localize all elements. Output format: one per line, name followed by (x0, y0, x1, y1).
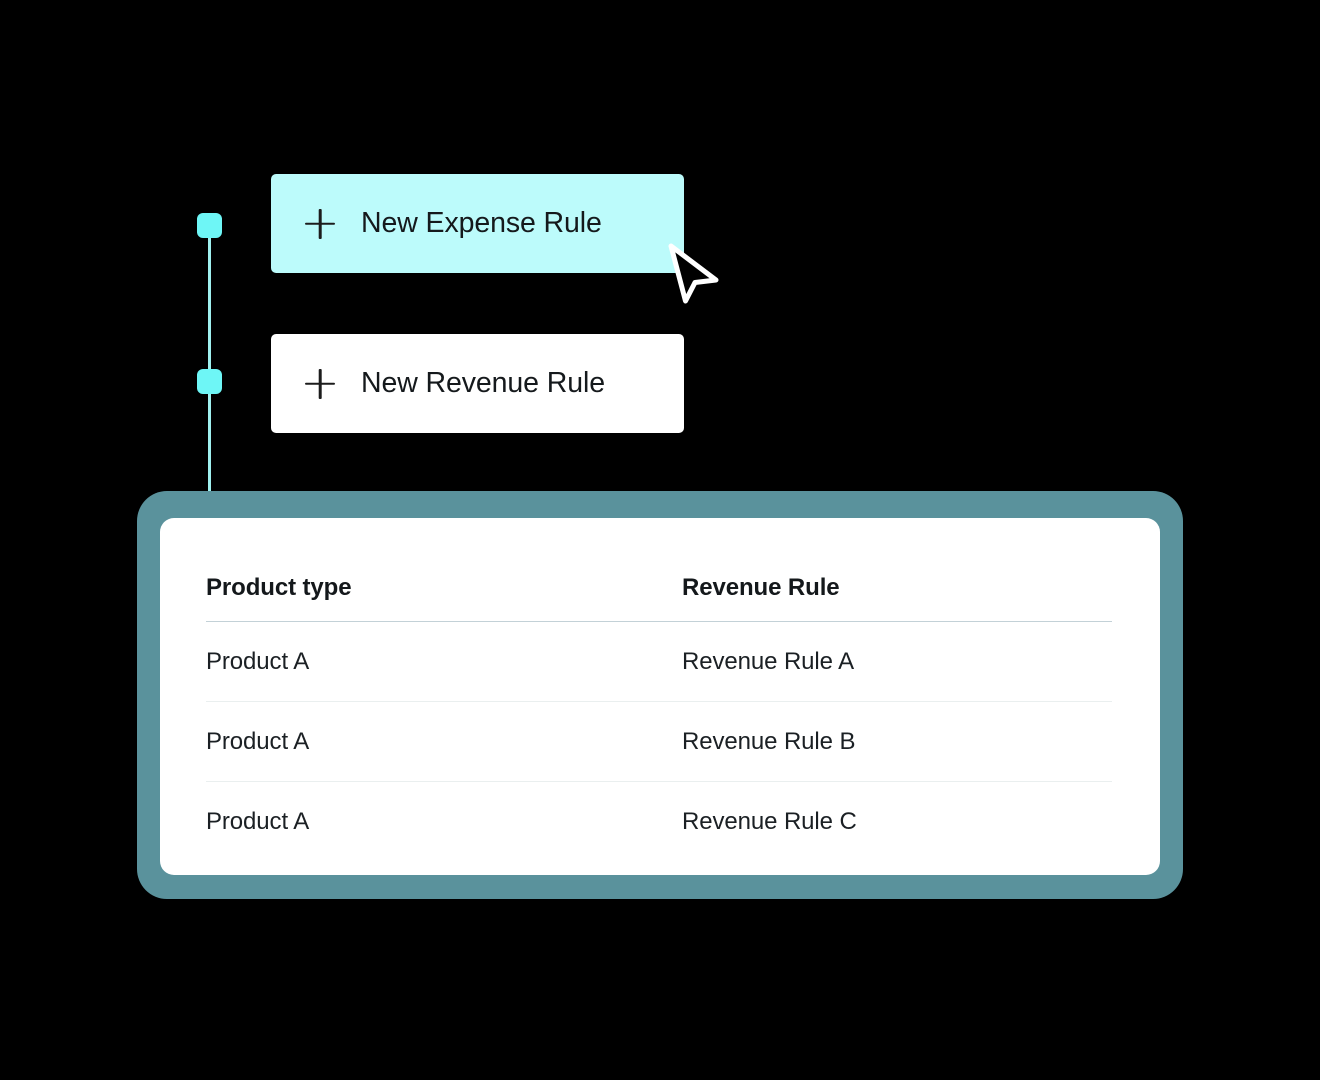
table-row[interactable]: Product A Revenue Rule C (206, 782, 1112, 862)
column-header-revenue-rule: Revenue Rule (682, 573, 840, 601)
cell-revenue-rule: Revenue Rule B (682, 727, 856, 755)
plus-icon (305, 209, 335, 239)
new-revenue-rule-label: New Revenue Rule (361, 367, 605, 400)
cell-revenue-rule: Revenue Rule A (682, 647, 855, 675)
new-expense-rule-label: New Expense Rule (361, 207, 602, 240)
cell-product-type: Product A (206, 727, 310, 755)
table-row[interactable]: Product A Revenue Rule A (206, 622, 1112, 702)
plus-icon (305, 369, 335, 399)
rules-table-card: Product type Revenue Rule Product A Reve… (160, 518, 1160, 875)
cell-product-type: Product A (206, 647, 310, 675)
flow-node-revenue[interactable] (197, 369, 222, 394)
table-header-row: Product type Revenue Rule (206, 554, 1112, 622)
column-header-product-type: Product type (206, 573, 352, 601)
rules-table: Product type Revenue Rule Product A Reve… (206, 554, 1112, 862)
new-revenue-rule-button[interactable]: New Revenue Rule (271, 334, 684, 433)
cell-revenue-rule: Revenue Rule C (682, 808, 857, 835)
table-row[interactable]: Product A Revenue Rule B (206, 702, 1112, 782)
new-expense-rule-button[interactable]: New Expense Rule (271, 174, 684, 273)
cell-product-type: Product A (206, 808, 310, 835)
flow-node-expense[interactable] (197, 213, 222, 238)
